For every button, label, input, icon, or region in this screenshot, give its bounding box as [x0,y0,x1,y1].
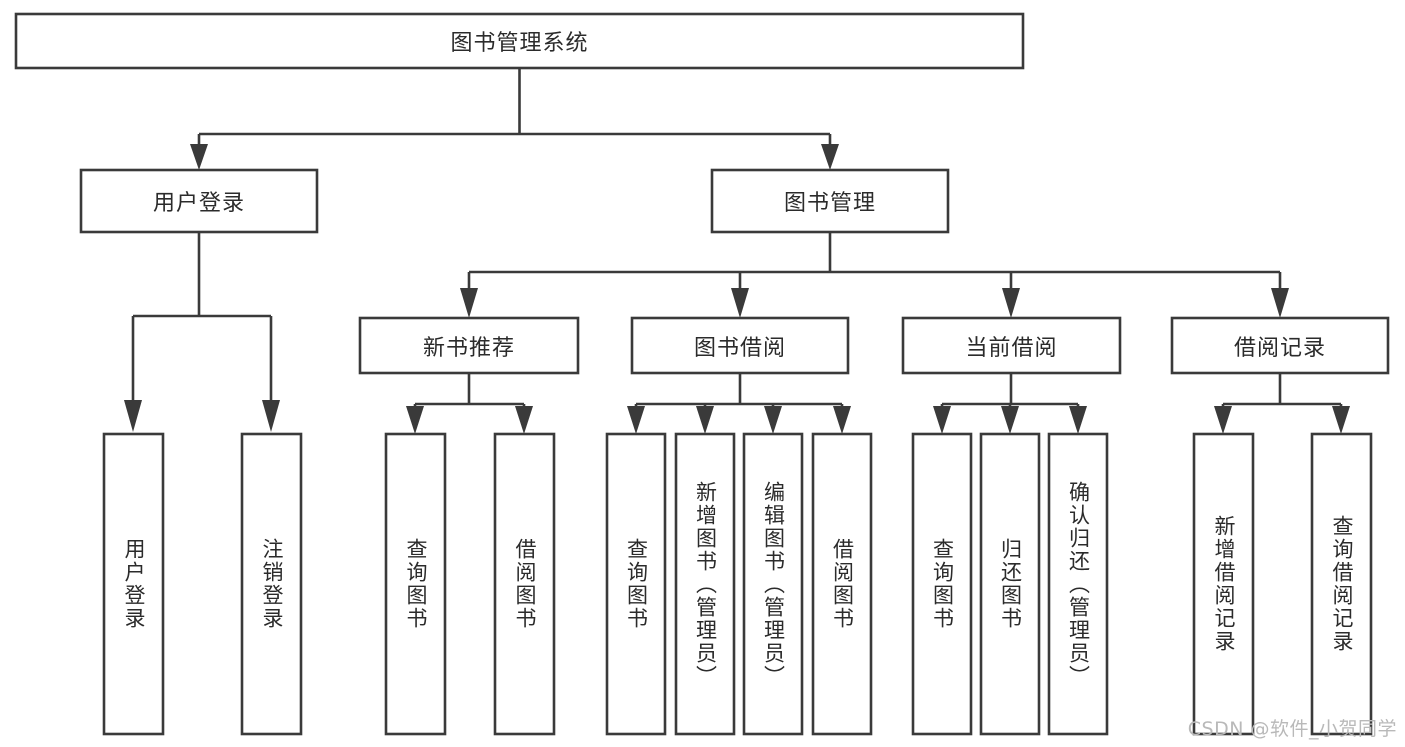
node-leaf-user-login-1[interactable] [102,432,165,736]
arrow-book-mgmt-to-new-book [460,288,478,318]
node-leaf-book-borrow-3[interactable] [742,432,804,736]
node-leaf-book-borrow-2[interactable] [674,432,736,736]
node-current-borrow[interactable] [901,316,1122,375]
node-leaf-book-borrow-4[interactable] [811,432,873,736]
node-leaf-user-login-2[interactable] [240,432,303,736]
node-borrow-record[interactable] [1170,316,1390,375]
node-leaf-current-borrow-2[interactable] [979,432,1041,736]
node-book-management[interactable] [710,168,950,234]
node-leaf-borrow-record-1[interactable] [1192,432,1255,736]
watermark-text: CSDN @软件_小贺同学 [1187,718,1397,740]
arrow-borrow-record-leaf-1 [1214,406,1232,434]
node-user-login[interactable] [79,168,319,234]
arrow-current-borrow-leaf-3 [1069,406,1087,434]
arrow-book-mgmt-to-current [1002,288,1020,318]
node-leaf-book-borrow-1[interactable] [605,432,667,736]
arrow-book-borrow-leaf-2 [696,406,714,434]
node-leaf-current-borrow-3[interactable] [1047,432,1109,736]
arrow-current-borrow-leaf-1 [933,406,951,434]
arrow-root-to-user-login [190,144,208,170]
node-leaf-borrow-record-2[interactable] [1310,432,1373,736]
connector-group-book-mgmt [460,232,1289,318]
connector-group-root [190,68,839,170]
arrow-new-book-leaf-1 [406,406,424,434]
node-new-book-recommend[interactable] [358,316,580,375]
connector-group-current-borrow [933,373,1087,434]
arrow-book-mgmt-to-borrow [731,288,749,318]
arrow-new-book-leaf-2 [515,406,533,434]
connector-group-book-borrow [627,373,851,434]
connector-group-new-book [406,373,533,434]
node-book-borrow[interactable] [630,316,850,375]
node-leaf-current-borrow-1[interactable] [911,432,973,736]
node-root-system[interactable] [14,12,1025,70]
arrow-book-borrow-leaf-3 [764,406,782,434]
arrow-book-borrow-leaf-1 [627,406,645,434]
connector-group-borrow-record [1214,373,1350,434]
node-leaf-new-book-2[interactable] [493,432,556,736]
arrow-book-borrow-leaf-4 [833,406,851,434]
arrow-root-to-book-mgmt [821,144,839,170]
arrow-borrow-record-leaf-2 [1332,406,1350,434]
connector-group-user-login [124,232,280,432]
arrow-current-borrow-leaf-2 [1001,406,1019,434]
arrow-user-login-leaf-1 [124,400,142,432]
arrow-book-mgmt-to-record [1271,288,1289,318]
node-leaf-new-book-1[interactable] [384,432,447,736]
arrow-user-login-leaf-2 [262,400,280,432]
